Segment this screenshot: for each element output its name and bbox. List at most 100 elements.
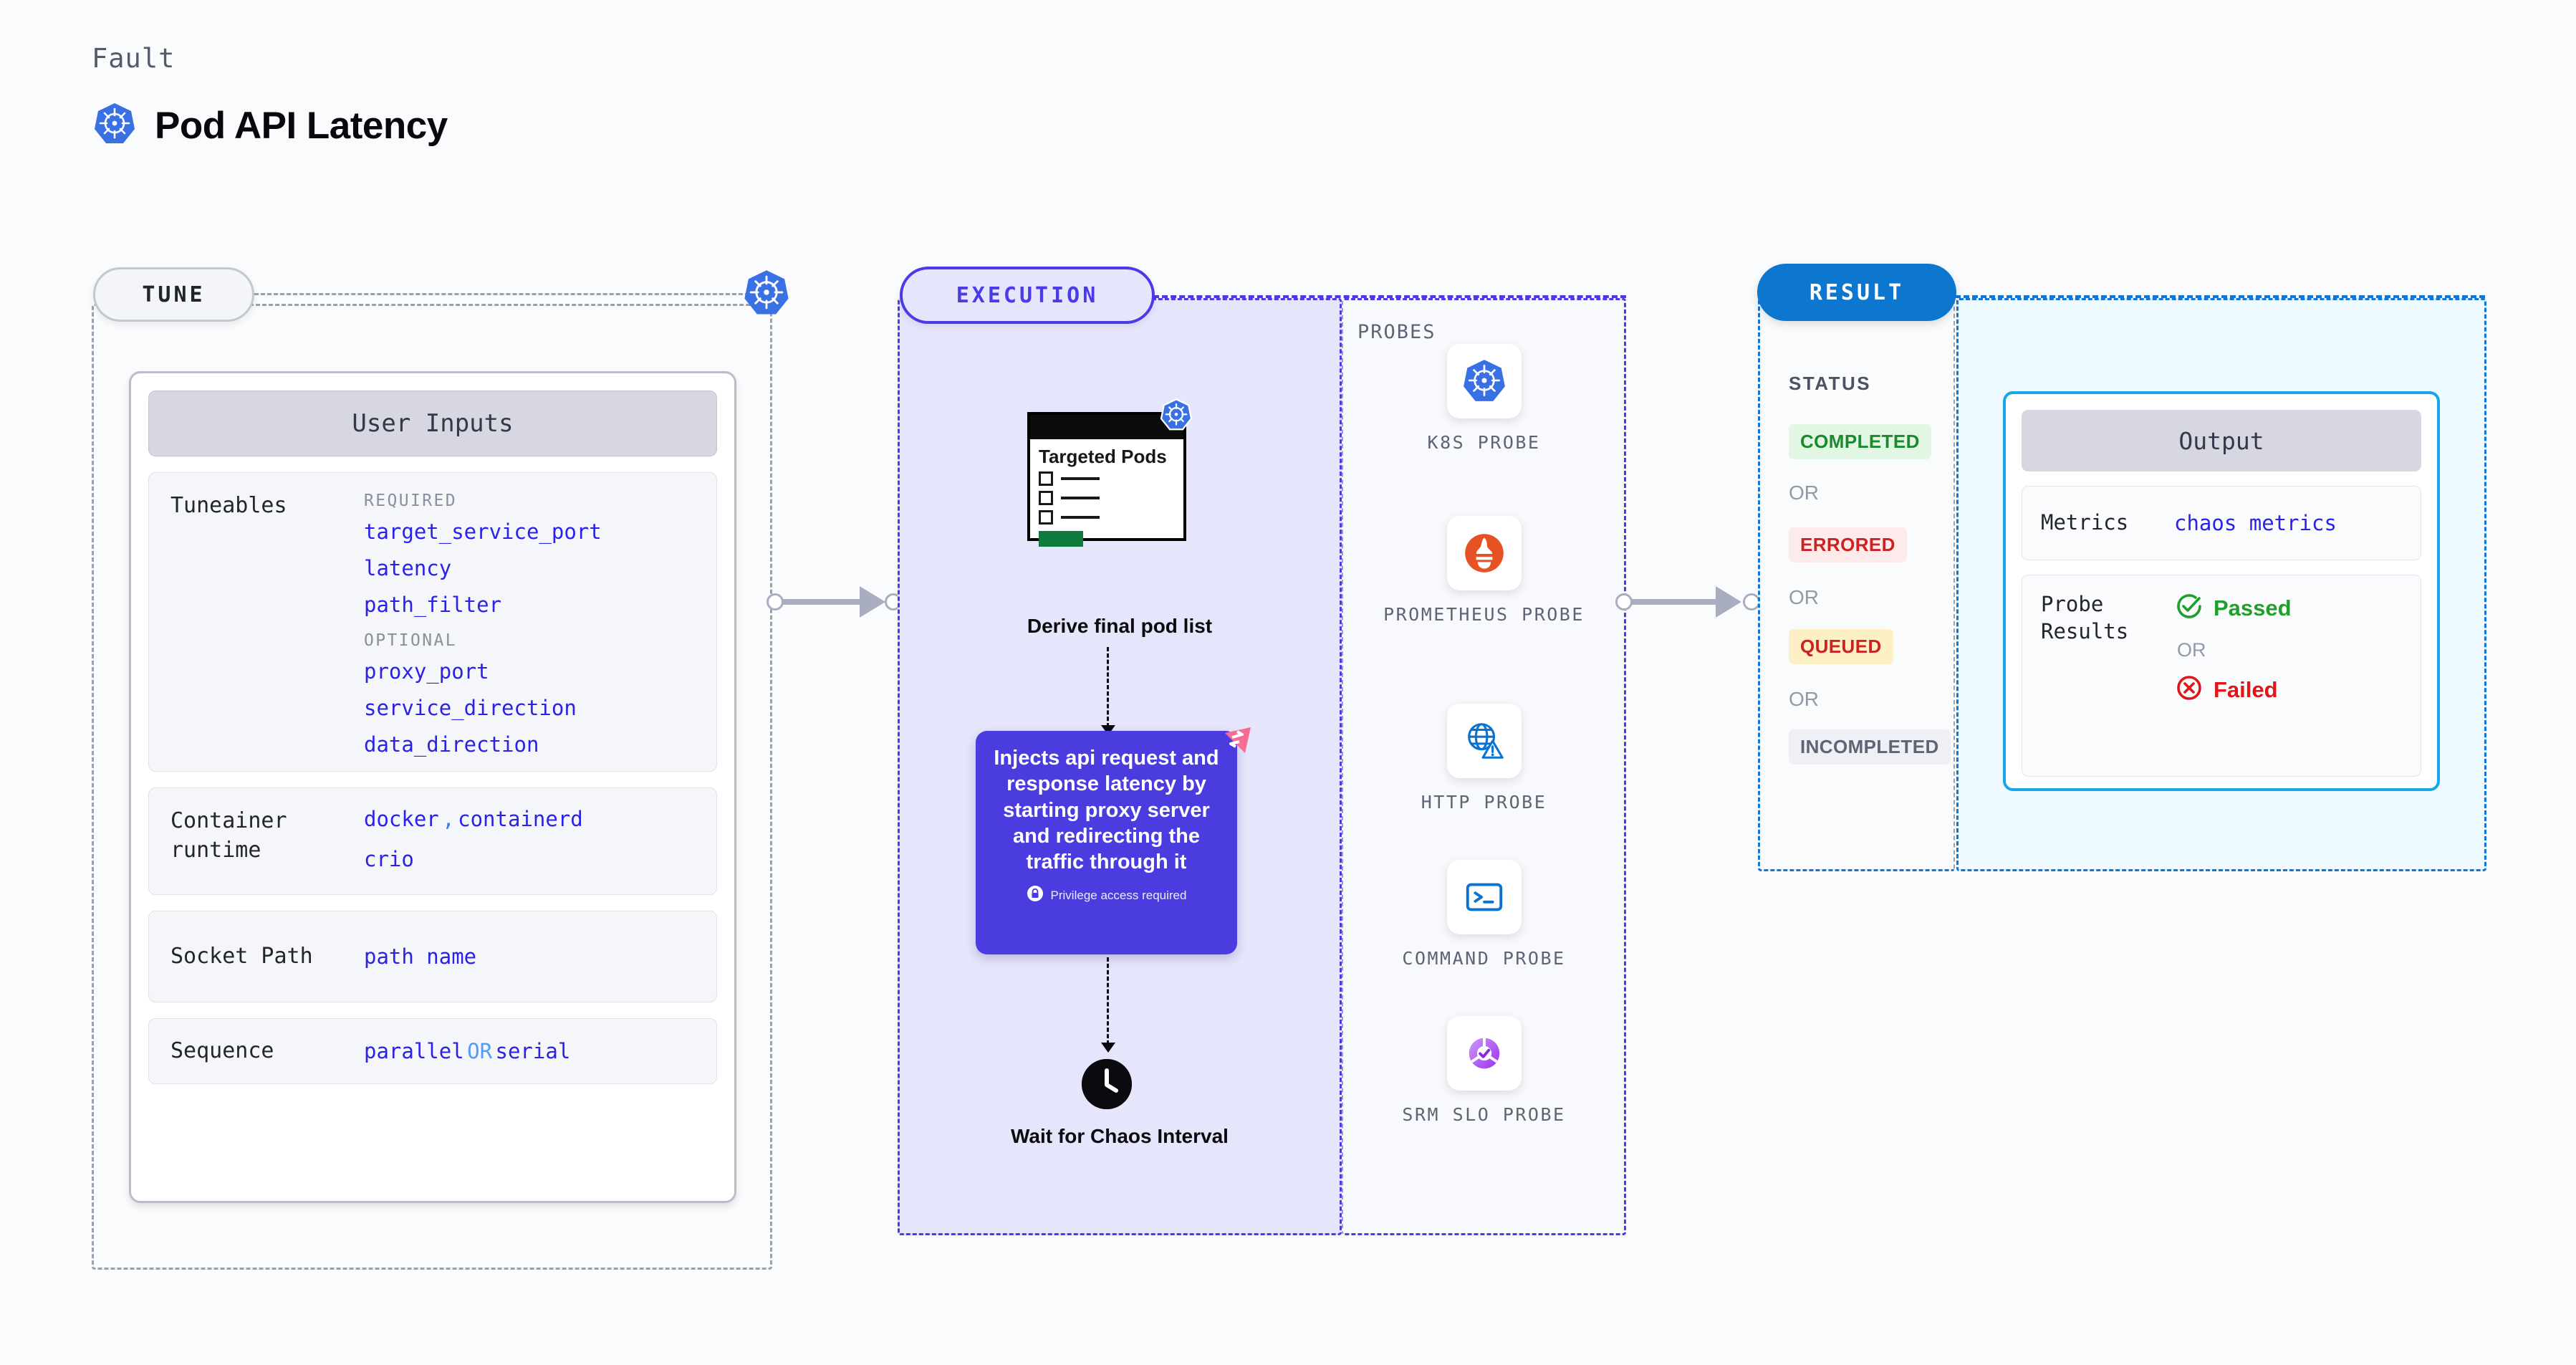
probes-title: PROBES [1357, 321, 1436, 343]
tuneable-path-filter[interactable]: path_filter [364, 593, 502, 617]
optional-group-title: OPTIONAL [364, 631, 457, 650]
runtime-crio[interactable]: crio [364, 847, 414, 871]
connector-execution-result [1615, 586, 1766, 618]
tuneables-label: Tuneables [170, 493, 287, 518]
required-group-title: REQUIRED [364, 492, 457, 510]
pods-card-title: Targeted Pods [1039, 446, 1167, 467]
tuneable-data-direction[interactable]: data_direction [364, 732, 539, 757]
sequence-or: OR [467, 1039, 493, 1063]
tuneable-target-service-port[interactable]: target_service_port [364, 519, 602, 544]
probe-label: PROMETHEUS PROBE [1383, 604, 1585, 625]
terminal-icon [1446, 860, 1522, 934]
inject-description-card: Injects api request and response latency… [976, 731, 1237, 954]
runtime-containerd[interactable]: containerd [458, 807, 583, 831]
probe-label: COMMAND PROBE [1402, 948, 1566, 969]
title-row: Pod API Latency [92, 101, 448, 150]
fault-label: Fault [92, 43, 176, 74]
sequence-parallel[interactable]: parallel [364, 1039, 464, 1063]
passed-label: Passed [2214, 595, 2292, 621]
page-header: Fault Pod API Latency [92, 43, 448, 150]
tune-panel [92, 304, 772, 1270]
connector-tune-execution [766, 586, 910, 618]
probe-result-passed: Passed [2174, 591, 2402, 625]
pods-card-topbar [1030, 415, 1183, 439]
status-badge-completed: COMPLETED [1789, 424, 1931, 459]
failed-label: Failed [2214, 676, 2278, 702]
tuneable-service-direction[interactable]: service_direction [364, 696, 577, 720]
checkbox-icon [1039, 510, 1053, 525]
prometheus-icon [1446, 516, 1522, 590]
pod-line [1061, 497, 1100, 500]
tune-connector-line [254, 293, 756, 295]
http-globe-icon [1446, 704, 1522, 778]
probe-k8s[interactable]: K8S PROBE [1342, 344, 1626, 455]
probe-results-row: Probe Results Passed OR [2022, 575, 2421, 777]
x-circle-icon [2174, 673, 2204, 707]
check-circle-icon [2174, 591, 2204, 625]
checkbox-icon [1039, 491, 1053, 506]
probe-results-label: Probe Results [2041, 592, 2129, 643]
pod-row [1039, 471, 1175, 487]
probe-result-failed: Failed [2174, 673, 2402, 707]
status-badge-queued: QUEUED [1789, 629, 1893, 664]
sequence-label: Sequence [170, 1038, 274, 1063]
kubernetes-icon [92, 101, 138, 150]
user-inputs-card: User Inputs Tuneables REQUIRED target_se… [129, 371, 736, 1203]
output-card: Output Metrics chaos metrics Probe Resul… [2003, 391, 2440, 791]
probe-label: K8S PROBE [1427, 432, 1541, 453]
kubernetes-icon [1159, 398, 1193, 436]
socket-path-value[interactable]: path name [364, 944, 477, 969]
socket-path-label: Socket Path [170, 943, 313, 969]
tuneable-latency[interactable]: latency [364, 556, 452, 580]
checkbox-icon [1039, 471, 1053, 487]
tuneables-row: Tuneables REQUIRED target_service_port l… [148, 472, 717, 772]
pod-row [1039, 491, 1175, 506]
privilege-note: Privilege access required [1050, 888, 1187, 902]
pod-row [1039, 510, 1175, 525]
status-or-1: OR [1789, 482, 1819, 504]
status-badge-errored: ERRORED [1789, 527, 1907, 562]
status-badge-incompleted: INCOMPLETED [1789, 729, 1951, 765]
tune-badge[interactable]: TUNE [93, 267, 254, 322]
sequence-row: Sequence parallel OR serial [148, 1018, 717, 1084]
lock-icon [1027, 885, 1044, 906]
clock-icon [1082, 1059, 1132, 1109]
status-or-3: OR [1789, 688, 1819, 710]
pod-line [1061, 477, 1100, 481]
tuneable-proxy-port[interactable]: proxy_port [364, 659, 489, 684]
status-title: STATUS [1789, 373, 1872, 394]
probe-prometheus[interactable]: PROMETHEUS PROBE [1342, 516, 1626, 627]
metrics-label: Metrics [2041, 510, 2129, 535]
litmus-icon [1218, 720, 1258, 764]
probe-http[interactable]: HTTP PROBE [1342, 704, 1626, 815]
flow-arrow-down [1101, 647, 1115, 735]
pod-line [1061, 516, 1100, 519]
socket-path-row: Socket Path path name [148, 911, 717, 1002]
privilege-row: Privilege access required [991, 885, 1221, 906]
inject-description-text: Injects api request and response latency… [994, 747, 1219, 873]
metrics-value[interactable]: chaos metrics [2174, 511, 2337, 535]
probe-srm-slo[interactable]: SRM SLO PROBE [1342, 1016, 1626, 1127]
wait-for-chaos-interval-label: Wait for Chaos Interval [1011, 1125, 1229, 1147]
result-status-panel [1758, 298, 1955, 871]
result-badge[interactable]: RESULT [1757, 264, 1956, 321]
user-inputs-title: User Inputs [148, 391, 717, 456]
execution-badge[interactable]: EXECUTION [900, 267, 1155, 324]
runtime-separator: , [442, 807, 455, 831]
kubernetes-icon [1446, 344, 1522, 418]
output-title: Output [2022, 410, 2421, 471]
container-runtime-row: Container runtime docker , containerd cr… [148, 787, 717, 895]
srm-slo-icon [1446, 1016, 1522, 1091]
probe-label: HTTP PROBE [1421, 792, 1547, 813]
metrics-row: Metrics chaos metrics [2022, 486, 2421, 560]
probe-command[interactable]: COMMAND PROBE [1342, 860, 1626, 971]
kubernetes-icon [741, 268, 792, 322]
probe-result-or: OR [2177, 639, 2206, 661]
pods-green-bar [1039, 531, 1083, 547]
runtime-docker[interactable]: docker [364, 807, 439, 831]
page-title: Pod API Latency [155, 105, 448, 147]
derive-pod-list-label: Derive final pod list [1027, 615, 1213, 637]
sequence-serial[interactable]: serial [495, 1039, 571, 1063]
probe-label: SRM SLO PROBE [1402, 1104, 1566, 1125]
targeted-pods-card: Targeted Pods [1027, 412, 1186, 547]
